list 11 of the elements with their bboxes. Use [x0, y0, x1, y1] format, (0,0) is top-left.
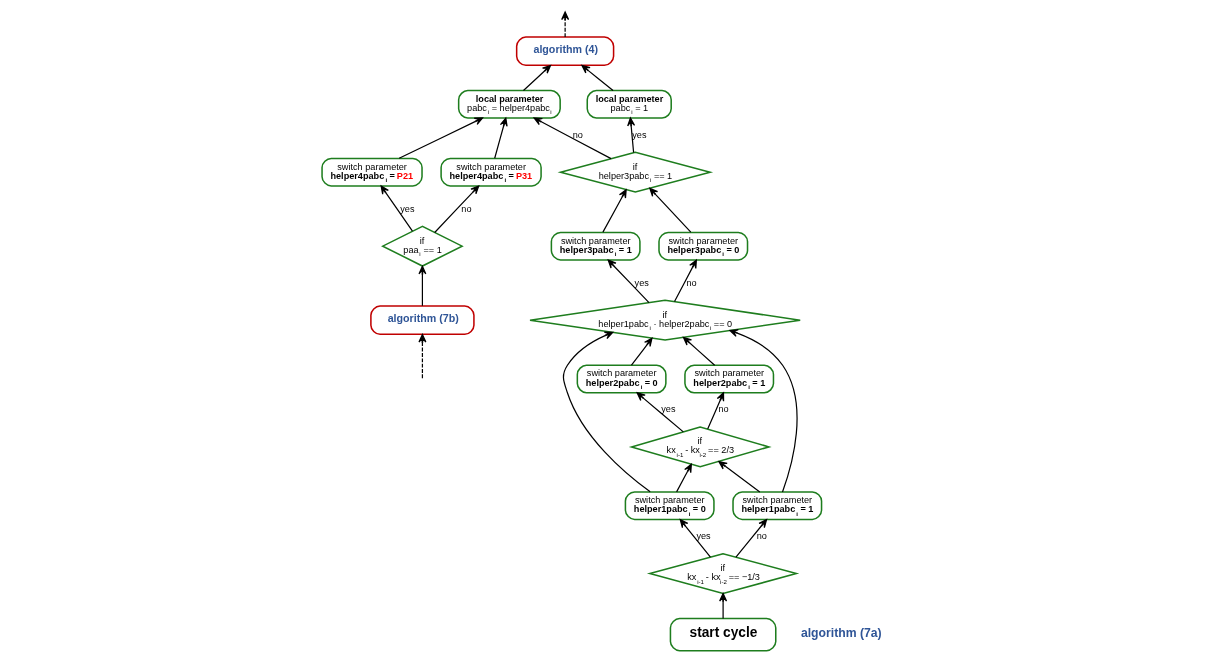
edge-label: yes [400, 203, 415, 214]
edge-label: yes [632, 129, 647, 140]
edge-label: no [686, 277, 697, 288]
edge-label: no [572, 129, 583, 140]
edge-label: yes [634, 277, 649, 288]
label: algorithm (7a) [800, 625, 882, 640]
edge-label: yes [696, 530, 711, 541]
edge-label: no [756, 530, 767, 541]
edge-label: no [461, 203, 472, 214]
edge-label: yes [661, 404, 676, 415]
edge-label: no [718, 404, 729, 415]
